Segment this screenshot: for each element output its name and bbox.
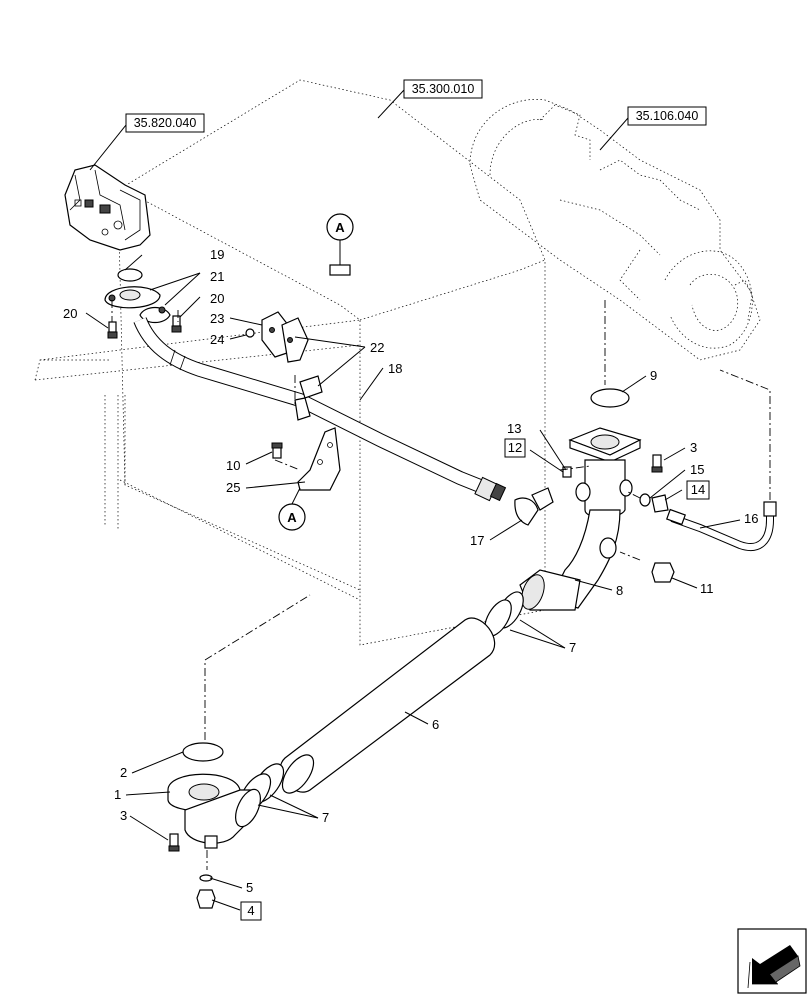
- callout-6: 6: [432, 717, 439, 732]
- mount-block: [329, 264, 351, 276]
- callout-15: 15: [690, 462, 704, 477]
- callout-11: 11: [700, 581, 714, 596]
- callout-3-right: 3: [690, 440, 697, 455]
- plug-4: [196, 889, 216, 909]
- callout-5: 5: [246, 880, 253, 895]
- arrow-icon[interactable]: [737, 928, 807, 994]
- callout-24: 24: [210, 332, 224, 347]
- o-ring-9: [590, 388, 630, 408]
- svg-text:35.300.010: 35.300.010: [412, 82, 475, 96]
- reference-tag-pump[interactable]: 35.106.040: [627, 106, 707, 126]
- tube-6: [279, 617, 496, 794]
- svg-text:35.106.040: 35.106.040: [636, 109, 699, 123]
- callout-17: 17: [470, 533, 484, 548]
- svg-text:A: A: [335, 220, 345, 235]
- bolt-10: [271, 442, 283, 459]
- callout-3-left: 3: [120, 808, 127, 823]
- o-ring-2: [182, 742, 224, 762]
- bracket-22-lower: [294, 375, 323, 421]
- callout-25: 25: [226, 480, 240, 495]
- leader-lines: [85, 254, 741, 911]
- reference-tag-tank[interactable]: 35.300.010: [403, 79, 483, 99]
- callout-21: 21: [210, 269, 224, 284]
- adapter-14: [651, 494, 669, 513]
- hose-18: [133, 317, 507, 502]
- svg-text:4: 4: [247, 903, 254, 918]
- callout-22: 22: [370, 340, 384, 355]
- elbow-fitting-1: [167, 773, 261, 849]
- callout-8: 8: [616, 583, 623, 598]
- callout-12-box: 12: [504, 438, 526, 458]
- o-ring-19: [117, 268, 143, 282]
- callout-14-box: 14: [686, 480, 710, 500]
- plug-24: [245, 328, 255, 338]
- clamp-7-upper: [484, 591, 524, 637]
- callout-2: 2: [120, 765, 127, 780]
- callout-16: 16: [744, 511, 758, 526]
- bolt-20-right: [171, 315, 182, 333]
- control-valve: [64, 164, 151, 251]
- bolt-3-right: [651, 454, 663, 473]
- callout-4-box: 4: [240, 901, 262, 921]
- callout-7-lower: 7: [322, 810, 329, 825]
- hydraulic-pump: [469, 99, 761, 361]
- callout-7-upper: 7: [569, 640, 576, 655]
- plug-11: [651, 562, 675, 583]
- callout-9: 9: [650, 368, 657, 383]
- callout-20-right: 20: [210, 291, 224, 306]
- callout-10: 10: [226, 458, 240, 473]
- svg-text:14: 14: [691, 482, 705, 497]
- bolt-3-left: [168, 833, 180, 852]
- bracket-25: [297, 427, 341, 491]
- seal-15: [639, 493, 651, 507]
- callout-19: 19: [210, 247, 224, 262]
- callout-13: 13: [507, 421, 521, 436]
- hose-end-8: [519, 569, 581, 611]
- callout-23: 23: [210, 311, 224, 326]
- callouts: 19 21 20 20 23 24 22 18 10 25 13 9 3 15 …: [63, 247, 758, 895]
- bolt-20-left: [107, 321, 118, 339]
- svg-text:A: A: [287, 510, 297, 525]
- elbow-17: [514, 487, 554, 526]
- hydraulic-tank: [34, 79, 546, 646]
- svg-text:12: 12: [508, 440, 522, 455]
- callout-20-left: 20: [63, 306, 77, 321]
- callout-18: 18: [388, 361, 402, 376]
- reference-tag-valve[interactable]: 35.820.040: [125, 113, 205, 133]
- bracket-22-upper: [261, 311, 309, 363]
- hose-16: [666, 501, 777, 551]
- seal-5: [199, 874, 213, 882]
- fitting-13: [562, 466, 572, 478]
- svg-text:35.820.040: 35.820.040: [134, 116, 197, 130]
- callout-1: 1: [114, 787, 121, 802]
- detail-marker-a-top[interactable]: A: [326, 213, 354, 241]
- detail-marker-a-bottom[interactable]: A: [278, 503, 306, 531]
